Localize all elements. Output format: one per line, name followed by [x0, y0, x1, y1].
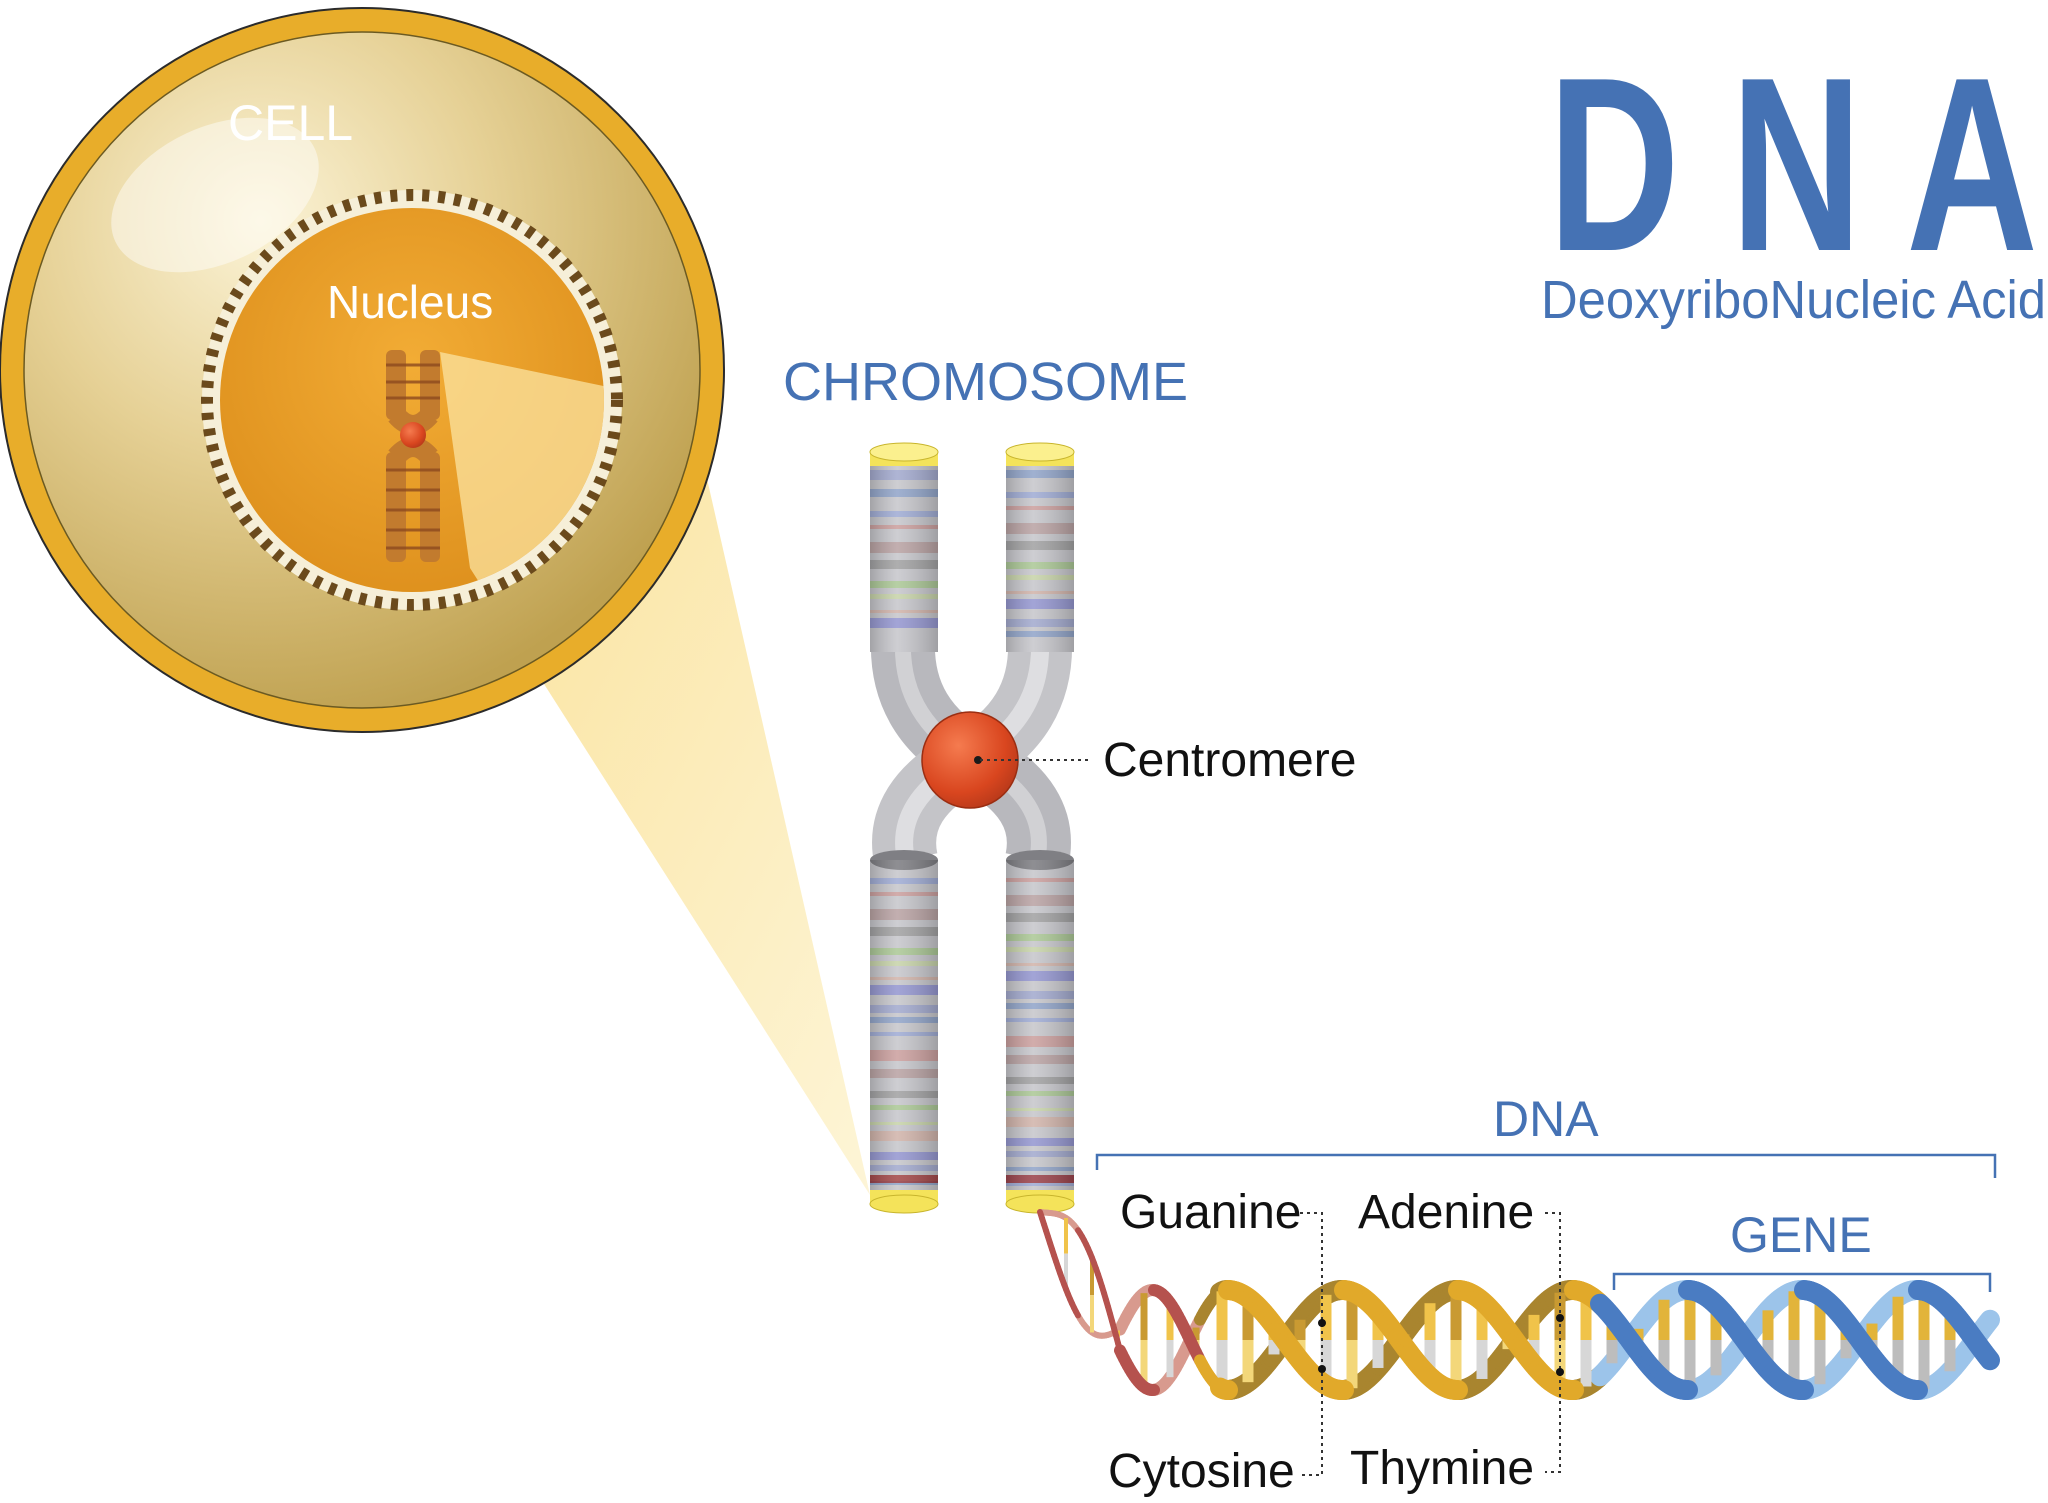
base-pair-half	[1166, 1302, 1174, 1340]
base-pair-half	[1658, 1299, 1670, 1340]
cytosine-label: Cytosine	[1108, 1445, 1295, 1498]
base-pair-half	[1710, 1304, 1722, 1340]
base-pair-half	[1140, 1340, 1148, 1387]
base-pair-half	[1268, 1340, 1280, 1355]
base-pair-half	[1788, 1291, 1800, 1340]
base-pair-half	[1528, 1314, 1540, 1340]
dna-helix	[1037, 1209, 2000, 1400]
cell-label: CELL	[228, 95, 353, 151]
base-pair-half	[1892, 1340, 1904, 1384]
base-pair-half	[1216, 1340, 1228, 1389]
base-pair-half	[1166, 1340, 1174, 1378]
base-pair-half	[1242, 1297, 1254, 1340]
nuclear-pores	[201, 189, 623, 611]
base-pair-half	[1320, 1294, 1332, 1340]
dna-title: D N A	[1548, 25, 2038, 303]
base-pair-half	[1090, 1295, 1094, 1333]
base-pair-half	[1476, 1340, 1488, 1379]
base-pair-half	[1710, 1340, 1722, 1376]
base-pair-half	[1944, 1308, 1956, 1340]
chromosome-label: CHROMOSOME	[783, 352, 1188, 412]
base-pair-half	[1788, 1340, 1800, 1389]
base-pair-half	[1606, 1340, 1618, 1364]
dna-bracket	[1095, 1153, 1997, 1178]
base-pair-half	[1346, 1340, 1358, 1389]
base-pair-half	[1580, 1340, 1592, 1387]
base-pair-half	[1294, 1319, 1306, 1340]
base-pair-half	[1762, 1310, 1774, 1340]
base-pair-half	[1866, 1323, 1878, 1340]
dna-subtitle: DeoxyriboNucleic Acid	[1541, 270, 2046, 330]
base-pair-half	[1918, 1340, 1930, 1390]
base-pair-half	[1658, 1340, 1670, 1381]
centromere-label: Centromere	[1103, 734, 1356, 787]
base-pair-half	[1684, 1340, 1696, 1390]
base-pair-half	[1090, 1257, 1094, 1296]
adenine-label: Adenine	[1358, 1186, 1534, 1239]
cell-highlight	[111, 117, 319, 273]
base-pair-half	[1814, 1340, 1826, 1385]
gene-bracket	[1612, 1272, 1992, 1292]
base-pair-half	[1216, 1291, 1228, 1340]
base-pair-half	[1140, 1293, 1148, 1340]
base-pair-half	[1424, 1303, 1436, 1340]
base-pair-half	[1684, 1290, 1696, 1340]
base-pair-half	[1918, 1290, 1930, 1340]
base-pair-half	[1320, 1340, 1332, 1386]
dna-label: DNA	[1493, 1091, 1599, 1147]
base-leaders	[1300, 1212, 1561, 1476]
small-centromere	[400, 422, 426, 448]
dna-strand-segment	[1978, 1347, 2000, 1371]
telomeres	[869, 442, 1075, 1214]
thymine-label: Thymine	[1350, 1442, 1534, 1495]
gene-label: GENE	[1730, 1207, 1872, 1263]
base-pair-half	[1424, 1340, 1436, 1377]
base-pair-half	[1242, 1340, 1254, 1383]
base-pair-half	[1372, 1340, 1384, 1368]
base-pair-half	[1554, 1340, 1566, 1388]
base-pair-half	[1476, 1301, 1488, 1340]
base-pair-half	[1064, 1217, 1068, 1254]
cell	[0, 7, 725, 733]
guanine-label: Guanine	[1120, 1186, 1301, 1239]
base-pair-half	[1580, 1293, 1592, 1340]
base-pair-half	[1944, 1340, 1956, 1372]
base-pair-half	[1064, 1253, 1068, 1290]
base-pair-half	[1450, 1290, 1462, 1340]
dna-strand-segment	[1978, 1309, 2000, 1333]
base-pair-half	[1814, 1295, 1826, 1340]
base-pair-half	[1892, 1296, 1904, 1340]
chromosome	[869, 442, 1090, 1214]
base-pair-half	[1450, 1340, 1462, 1390]
dna-strand-segment	[1073, 1308, 1081, 1319]
small-chromosome	[386, 350, 440, 562]
base-pair-half	[1840, 1340, 1852, 1359]
base-pair-half	[1192, 1327, 1200, 1340]
base-dots	[1318, 1314, 1564, 1376]
base-pair-half	[1346, 1291, 1358, 1340]
nucleus-label: Nucleus	[327, 276, 493, 328]
